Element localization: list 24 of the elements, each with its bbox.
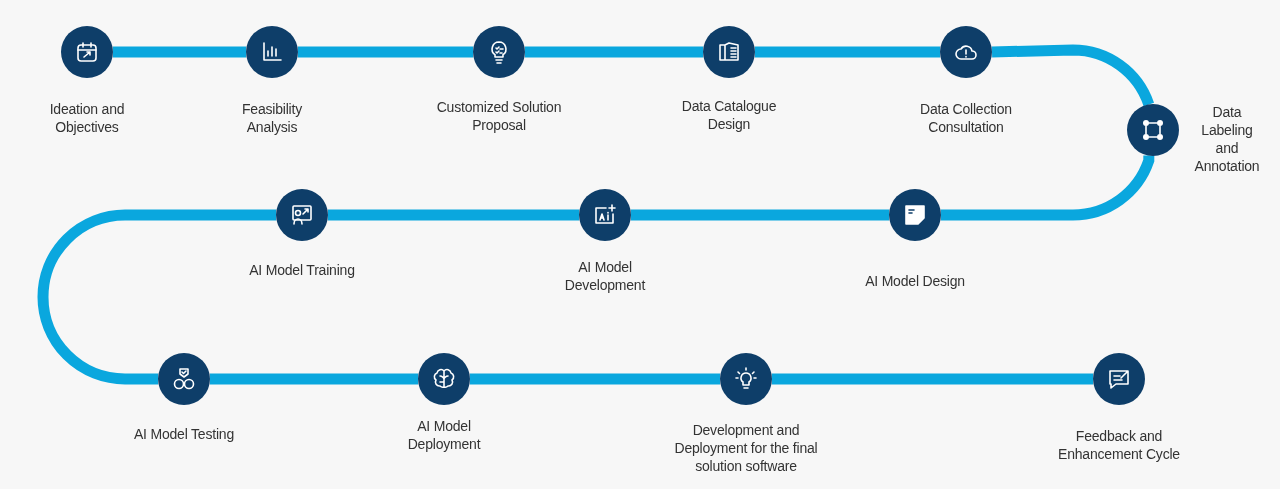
step-label: Feasibility Analysis [240, 100, 303, 136]
step-label: AI Model Deployment [406, 417, 482, 453]
step-label: Development and Deployment for the final solution software [673, 421, 819, 475]
track-line [525, 46, 703, 58]
step-label: Feedback and Enhancement Cycle [1057, 427, 1181, 463]
track-line [210, 373, 418, 385]
step-label: AI Model Testing [132, 425, 235, 443]
step-label: AI Model Design [864, 272, 966, 290]
track-line [991, 44, 1154, 107]
track-line [772, 373, 1093, 385]
step-label: Data Labeling and Annotation [1193, 103, 1261, 175]
track-line [470, 373, 720, 385]
step-label: AI Model Training [248, 261, 356, 279]
step-label: Ideation and Objectives [48, 100, 126, 136]
step-label: Data Catalogue Design [680, 97, 778, 133]
track-line [328, 209, 579, 221]
track-line [113, 46, 246, 58]
step-label: Data Collection Consultation [919, 100, 1013, 136]
track-line [631, 209, 889, 221]
track-line [37, 209, 276, 385]
track-line [298, 46, 473, 58]
track-line [755, 46, 940, 58]
step-label: Customized Solution Proposal [435, 98, 563, 134]
step-label: AI Model Development [563, 258, 647, 294]
